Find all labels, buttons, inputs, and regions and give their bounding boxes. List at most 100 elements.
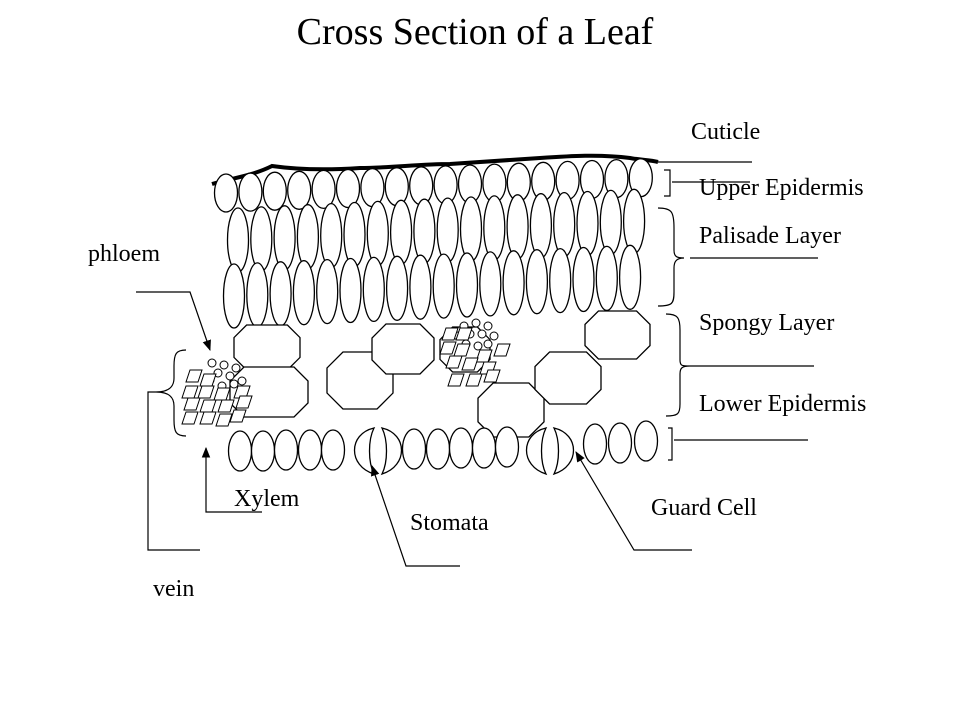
xylem-cell <box>199 411 217 425</box>
upper-epidermis-cell <box>238 172 263 212</box>
xylem-cell <box>445 355 463 369</box>
palisade-cell <box>595 245 618 312</box>
palisade-cell <box>502 250 525 316</box>
upper-epidermis-cell <box>409 166 434 206</box>
palisade-cell <box>246 262 269 328</box>
upper-epidermis-label: Upper Epidermis <box>699 175 864 201</box>
upper-epidermis-cells <box>213 158 653 213</box>
upper-epidermis-cell <box>287 170 312 210</box>
xylem-leader <box>201 446 262 513</box>
lower-epidermis-cell <box>448 427 474 469</box>
spongy-bracket <box>665 313 691 417</box>
xylem-cell <box>197 385 215 399</box>
spongy-cell <box>233 324 301 371</box>
lower-epidermis-cell <box>273 429 299 471</box>
palisade-cell <box>389 199 413 265</box>
xylem-label: Xylem <box>234 486 300 512</box>
phloem-cell <box>207 358 217 368</box>
phloem-label: phloem <box>88 241 160 267</box>
upper-epidermis-cell <box>213 173 239 213</box>
lower-epidermis-cell <box>471 427 497 469</box>
spongy-cells <box>229 310 651 438</box>
palisade-cell <box>483 195 506 261</box>
palisade-cell <box>436 197 459 263</box>
lower-epidermis-cell <box>320 429 346 471</box>
guard-cell-leader <box>575 451 692 551</box>
stomata-leader <box>371 464 460 567</box>
lower-epidermis-cell <box>425 428 451 470</box>
xylem-cell <box>217 399 235 413</box>
vascular-bundle-cells <box>181 318 511 427</box>
palisade-cell <box>413 198 436 264</box>
palisade-cell <box>572 246 595 313</box>
phloem-cell <box>483 339 493 349</box>
guard-cell <box>525 427 548 476</box>
xylem-cell <box>439 341 457 355</box>
xylem-cell <box>455 327 473 341</box>
palisade-cell <box>618 244 642 310</box>
palisade-cell <box>599 189 622 256</box>
xylem-cell <box>441 327 459 341</box>
palisade-bracket <box>657 207 685 307</box>
xylem-cell <box>181 411 199 425</box>
upper-epidermis-cell <box>335 168 361 209</box>
cuticle-label: Cuticle <box>691 119 760 145</box>
lower-epidermis-cell <box>607 422 633 464</box>
vein-label: vein <box>153 576 194 602</box>
lower-epidermis-bracket <box>668 427 673 461</box>
phloem-leader <box>136 291 211 352</box>
xylem-cell <box>483 369 501 383</box>
palisade-cell <box>459 196 483 262</box>
palisade-cell <box>622 188 646 254</box>
palisade-cell <box>455 252 479 318</box>
guard-cell <box>552 427 575 476</box>
palisade-cell <box>385 255 409 321</box>
spongy-layer-label: Spongy Layer <box>699 310 834 336</box>
palisade-layer-label: Palisade Layer <box>699 223 841 249</box>
lower-epidermis-cell <box>250 430 276 472</box>
xylem-cell <box>199 373 217 387</box>
palisade-cell <box>343 201 366 268</box>
phloem-cell <box>225 371 235 381</box>
upper-epidermis-cell <box>384 167 409 207</box>
phloem-cell <box>219 360 229 370</box>
vein-leader <box>147 391 200 551</box>
vein-bracket <box>155 349 187 437</box>
phloem-cell <box>237 376 247 386</box>
phloem-cell <box>489 331 499 341</box>
palisade-cell <box>273 205 296 271</box>
cuticle-line <box>211 153 659 186</box>
phloem-cell <box>471 318 481 328</box>
palisade-cell <box>549 247 572 314</box>
xylem-cell <box>447 373 465 387</box>
lower-epidermis-label: Lower Epidermis <box>699 391 866 417</box>
xylem-cell <box>235 395 253 409</box>
upper-epidermis-cell <box>311 169 336 210</box>
palisade-cell <box>226 207 250 273</box>
palisade-cell <box>525 249 549 315</box>
palisade-cell <box>529 193 553 259</box>
spongy-cell <box>534 351 602 405</box>
upper-epidermis-cell <box>360 167 385 208</box>
palisade-cell <box>269 261 292 327</box>
palisade-cell <box>479 251 502 317</box>
xylem-cell <box>229 409 247 423</box>
lower-epidermis-cells <box>227 420 659 476</box>
phloem-cell <box>229 379 239 389</box>
phloem-cell <box>231 363 241 373</box>
phloem-cell <box>477 329 487 339</box>
lower-epidermis-cell <box>633 420 659 462</box>
lower-epidermis-cell <box>297 429 323 471</box>
spongy-cell <box>371 323 435 375</box>
palisade-cell <box>576 190 599 257</box>
lower-epidermis-cell <box>227 430 253 472</box>
lower-epidermis-cell <box>582 423 608 465</box>
spongy-cell <box>477 382 545 438</box>
palisade-cell <box>339 257 362 324</box>
xylem-cell <box>181 385 199 399</box>
spongy-cell <box>584 310 651 360</box>
diagram-title: Cross Section of a Leaf <box>297 11 654 53</box>
palisade-cell <box>432 253 455 319</box>
palisade-cell <box>506 194 529 260</box>
